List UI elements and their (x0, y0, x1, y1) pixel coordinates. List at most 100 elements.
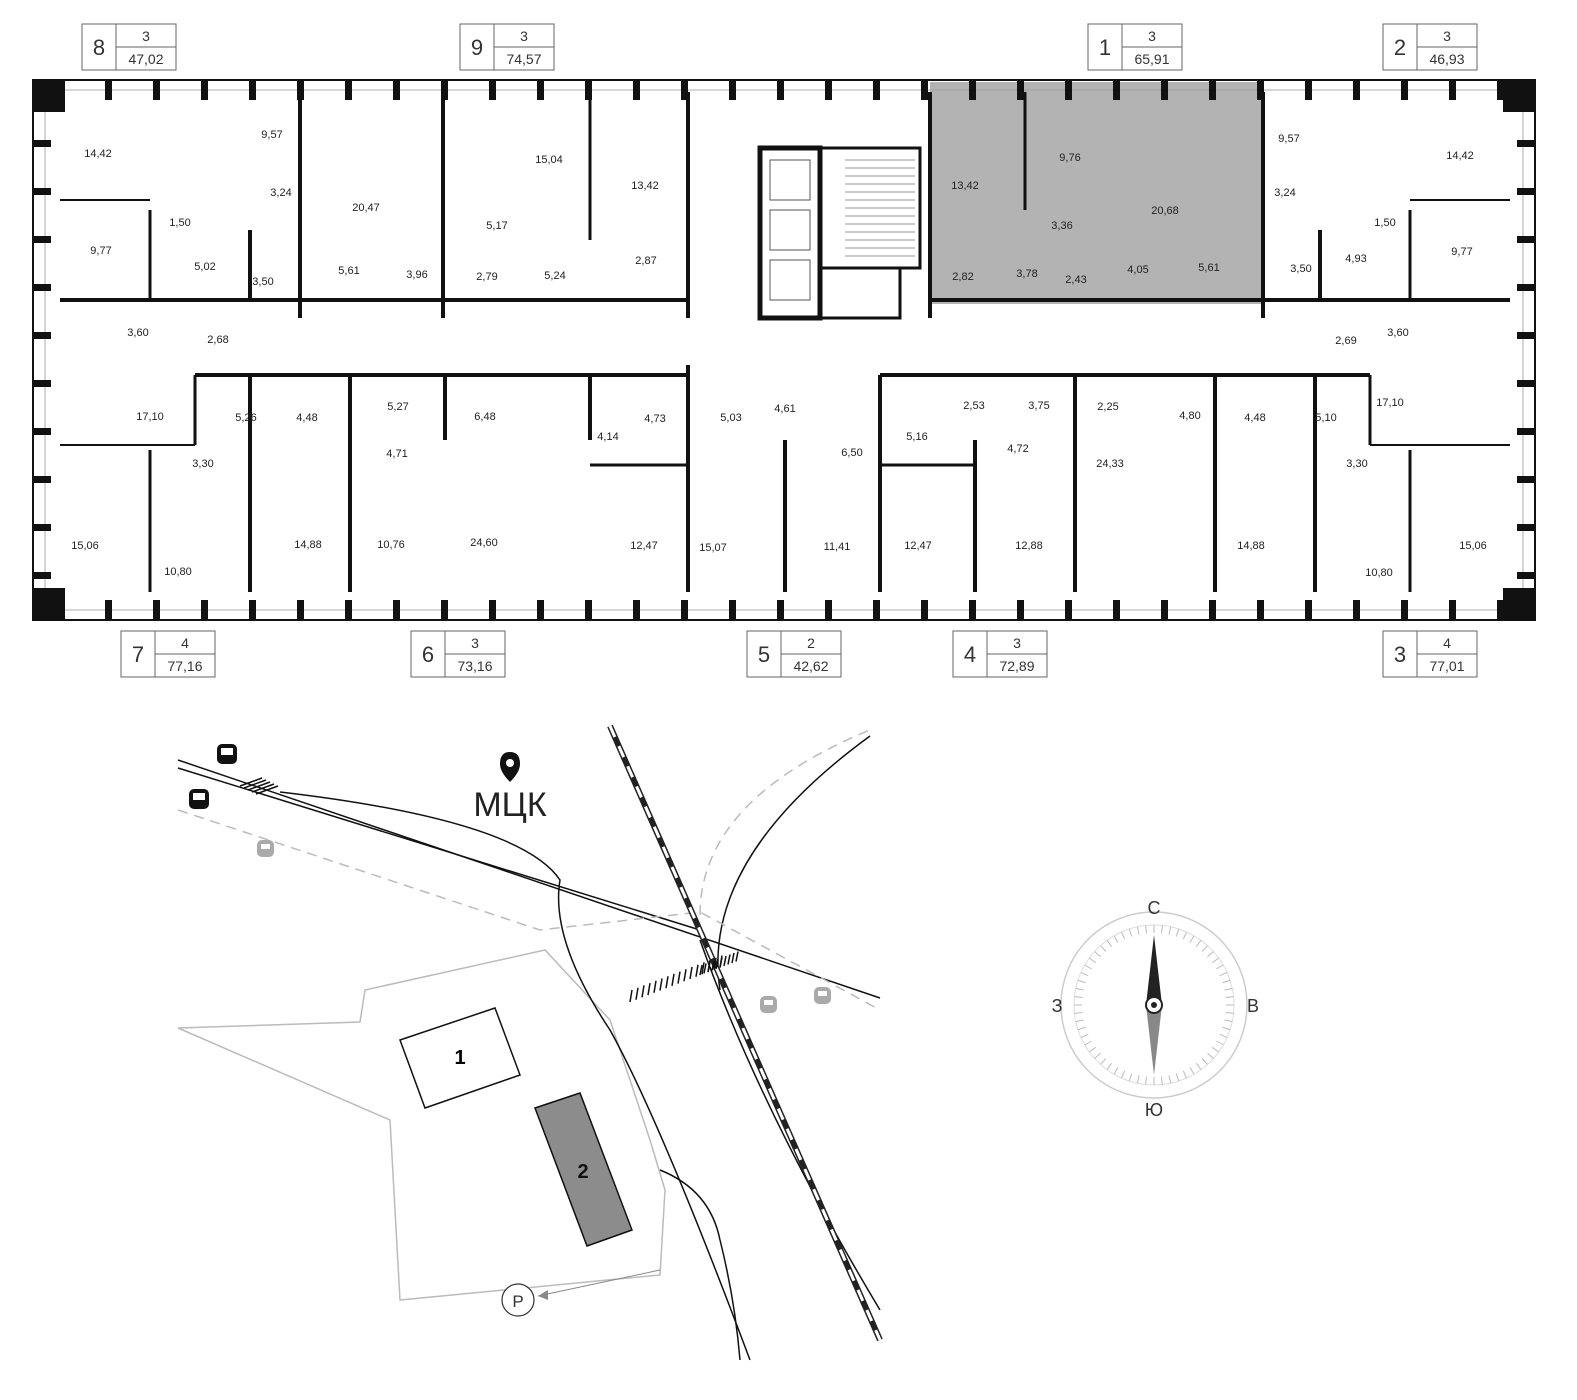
room-area: 3,60 (127, 327, 148, 339)
facade-pier (1065, 600, 1072, 620)
compass-south-needle (1146, 1005, 1162, 1075)
facade-pier (1497, 80, 1504, 100)
room-area: 3,50 (252, 276, 273, 288)
room-area: 3,24 (1274, 187, 1295, 199)
facade-pier (297, 80, 304, 100)
facade-pier (105, 80, 112, 100)
facade-pier (153, 600, 160, 620)
room-area: 20,47 (352, 202, 380, 214)
room-area: 20,68 (1151, 205, 1179, 217)
room-area: 4,61 (774, 403, 795, 415)
apartment-rooms: 2 (807, 635, 815, 651)
facade-pier (825, 80, 832, 100)
room-area: 12,47 (904, 540, 932, 552)
room-area: 10,76 (377, 539, 405, 551)
room-area: 10,80 (164, 566, 192, 578)
building-2[interactable]: 2 (534, 1092, 633, 1247)
facade-pier (729, 80, 736, 100)
apartment-number: 3 (1394, 642, 1406, 667)
room-area: 24,60 (470, 537, 498, 549)
roads (177, 735, 881, 1361)
facade-pier (1065, 80, 1072, 100)
room-area: 9,57 (1278, 133, 1299, 145)
room-area: 1,50 (169, 217, 190, 229)
facade-pier (249, 80, 256, 100)
facade-pier (537, 600, 544, 620)
facade-pier (1113, 80, 1120, 100)
interior-walls (60, 92, 1510, 592)
apartment-rooms: 3 (520, 28, 528, 44)
room-area: 4,48 (1244, 412, 1265, 424)
room-area: 10,80 (1365, 567, 1393, 579)
room-area: 5,61 (1198, 262, 1219, 274)
room-area: 3,36 (1051, 220, 1072, 232)
building-1[interactable]: 1 (399, 1007, 521, 1109)
apartment-area: 42,62 (793, 658, 828, 674)
apartment-area: 74,57 (506, 51, 541, 67)
room-area: 14,42 (84, 148, 112, 160)
facade-pier (969, 80, 976, 100)
room-area: 4,48 (296, 412, 317, 424)
room-area: 4,72 (1007, 443, 1028, 455)
facade-pier (1017, 600, 1024, 620)
room-area: 4,73 (644, 413, 665, 425)
apartment-rooms: 3 (1148, 28, 1156, 44)
apartment-rooms: 3 (471, 635, 479, 651)
room-area: 3,30 (192, 458, 213, 470)
facade-pier (825, 600, 832, 620)
facade-pier (1161, 80, 1168, 100)
facade-pier (1401, 600, 1408, 620)
room-area: 9,77 (90, 245, 111, 257)
parking-label: Р (512, 1292, 523, 1311)
facade-pier (921, 600, 928, 620)
facade-pier (33, 332, 51, 339)
room-area: 15,06 (71, 540, 99, 552)
apartment-area: 72,89 (999, 658, 1034, 674)
facade-pier (873, 80, 880, 100)
apartment-number: 5 (758, 642, 770, 667)
parking-marker[interactable]: Р (501, 1269, 661, 1317)
tram-stop-icon (814, 987, 831, 1004)
facade-pier (1113, 600, 1120, 620)
facade-pier (1517, 476, 1535, 483)
facade-pier (33, 572, 51, 579)
room-area: 24,33 (1096, 458, 1124, 470)
apartment-area: 65,91 (1134, 51, 1169, 67)
room-area: 5,02 (194, 261, 215, 273)
facade-pier (33, 140, 51, 147)
room-area: 5,61 (338, 265, 359, 277)
room-area: 3,24 (270, 187, 291, 199)
compass-west-label: З (1052, 996, 1063, 1016)
compass: С Ю З В (1052, 898, 1259, 1120)
facade-pier (33, 284, 51, 291)
room-area: 2,43 (1065, 274, 1086, 286)
room-area: 4,80 (1179, 410, 1200, 422)
room-area: 3,96 (406, 269, 427, 281)
facade-pier (297, 600, 304, 620)
facade-pier (153, 80, 160, 100)
apartment-5-label[interactable]: 5 2 42,62 (746, 630, 842, 678)
facade-pier (1517, 524, 1535, 531)
apartment-rooms: 4 (181, 635, 189, 651)
apartment-1-highlight[interactable] (930, 82, 1263, 304)
corner-column (33, 588, 65, 620)
tram-stop-icon (760, 996, 777, 1013)
room-area: 14,88 (1237, 540, 1265, 552)
facade-pier (1257, 80, 1264, 100)
facade-pier (489, 600, 496, 620)
facade-pier (1517, 428, 1535, 435)
facade-pier (33, 476, 51, 483)
room-area: 13,42 (951, 180, 979, 192)
facade-pier (201, 600, 208, 620)
room-area: 3,75 (1028, 400, 1049, 412)
room-area: 15,07 (699, 542, 727, 554)
room-area: 15,06 (1459, 540, 1487, 552)
